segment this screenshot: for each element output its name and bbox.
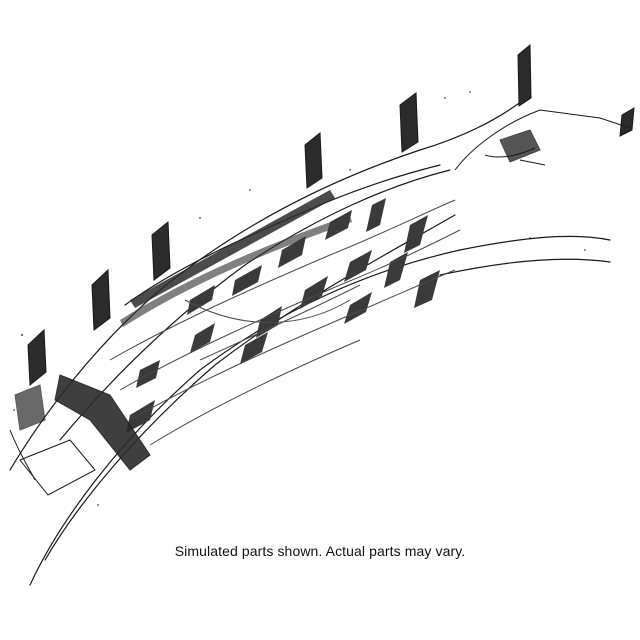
left-end-cap bbox=[54, 374, 151, 471]
side-wing-edge bbox=[439, 258, 611, 276]
frame-back-edge bbox=[59, 169, 451, 441]
upper-rail-shade bbox=[130, 190, 335, 308]
bracket-2 bbox=[91, 268, 111, 331]
frame-lower-edge bbox=[29, 235, 611, 586]
bracket-4 bbox=[304, 131, 323, 189]
bracket-1 bbox=[27, 328, 47, 387]
disclaimer-caption: Simulated parts shown. Actual parts may … bbox=[174, 543, 466, 559]
bracket-7 bbox=[619, 107, 635, 137]
frame-inner-edge bbox=[44, 214, 456, 561]
right-clip bbox=[499, 129, 541, 163]
bracket-3 bbox=[151, 220, 171, 281]
bracket-5 bbox=[399, 92, 419, 153]
bracket-6 bbox=[517, 43, 532, 107]
mounting-brackets bbox=[27, 43, 635, 387]
grille-vanes bbox=[126, 198, 440, 433]
